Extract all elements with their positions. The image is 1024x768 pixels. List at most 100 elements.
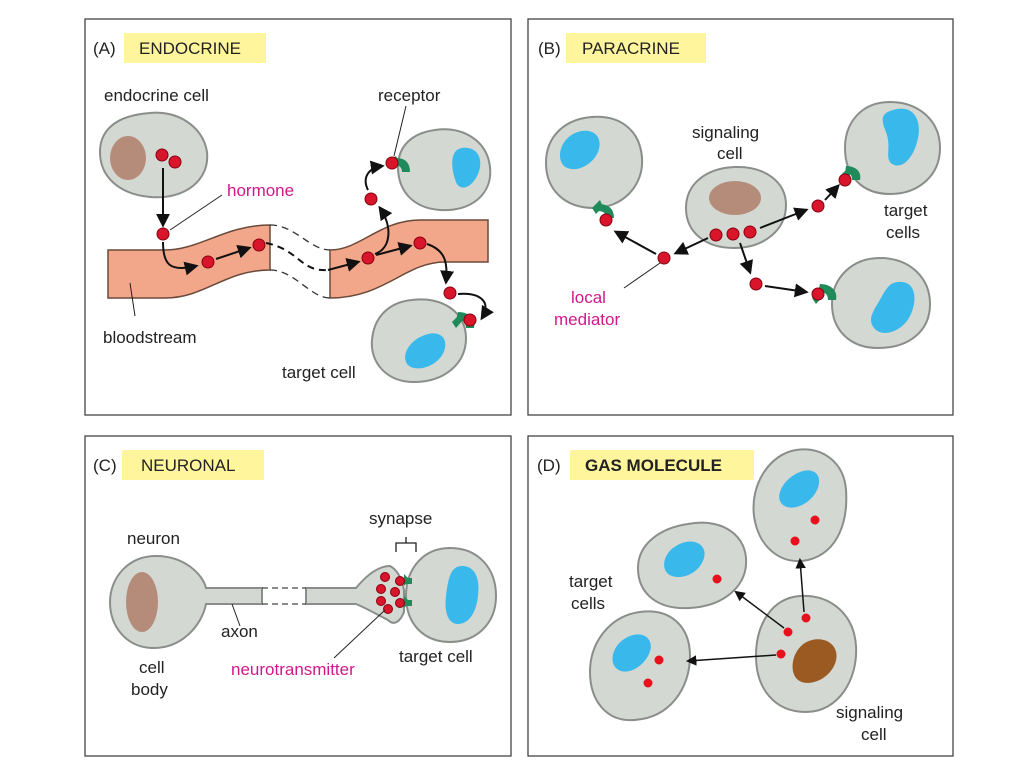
neurotransmitter-bound [395,576,405,586]
mediator-dot [657,251,671,265]
gas-dot [790,536,800,546]
target-nucleus [779,470,820,508]
panel-c-title-bg [122,450,264,480]
neuron-nucleus [126,572,158,632]
hormone-dot [252,238,266,252]
arrow-to-top [795,557,806,613]
mediator-dot [811,199,825,213]
target-nucleus [882,108,919,166]
panel-b-letter: (B) [538,39,561,58]
panel-neuronal: (C) NEURONAL neuron synapse axon cell bo [84,435,512,757]
signaling-nucleus [792,639,837,683]
neurotransmitter-dot [376,584,386,594]
label-signaling-cell: cell [861,725,887,744]
target-nucleus [871,281,915,333]
arrow-to-receptor [364,160,385,191]
mediator-dot [726,227,740,241]
arrow-into-blood [162,241,199,276]
label-signaling: signaling [836,703,903,722]
label-mediator: mediator [554,310,620,329]
panel-c-title: NEURONAL [141,456,235,475]
gas-dot [810,515,820,525]
panel-a-letter: (A) [93,39,116,58]
neurotransmitter-dot [390,587,400,597]
panel-d-title: GAS MOLECULE [585,456,722,475]
gas-dot [643,678,653,688]
arrow-exit-up [374,205,393,255]
label-cell: cell [139,658,165,677]
label-signaling-cell: cell [717,144,743,163]
receptor [592,200,614,218]
label-neuron: neuron [127,529,180,548]
panel-endocrine: (A) ENDOCRINE [84,18,512,416]
gas-dot [654,655,664,665]
label-neurotransmitter: neurotransmitter [231,660,355,679]
label-signaling: signaling [692,123,759,142]
target-nucleus [445,566,479,624]
arrow-exit-down [426,243,455,285]
panel-a-title-bg [124,33,266,63]
arrow-dashed [265,242,329,272]
signaling-nucleus [709,181,761,215]
panel-b-title: PARACRINE [582,39,680,58]
neurotransmitter-dot [380,572,390,582]
label-bloodstream: bloodstream [103,328,197,347]
axon-leader [231,603,241,627]
arrow-to-right [759,207,809,229]
target-nucleus [612,634,651,672]
hormone-dot [413,236,427,250]
panel-c-letter: (C) [93,456,117,475]
neurotransmitter-dot [383,604,393,614]
gas-dot [776,649,786,659]
panel-b-title-bg [566,33,706,63]
hormone-bound [385,156,399,170]
hormone-dot [156,227,170,241]
label-hormone: hormone [227,181,294,200]
label-synapse: synapse [369,509,432,528]
label-target: target [569,572,613,591]
arrow-to-upper-left [734,590,785,629]
gas-dot [783,627,793,637]
hormone-dot [201,255,215,269]
hormone-dot [443,286,457,300]
label-target-cells: cells [571,594,605,613]
hormone-dot [361,251,375,265]
label-endocrine-cell: endocrine cell [104,86,209,105]
hormone-leader [169,194,223,231]
target-nucleus [559,130,600,170]
mediator-bound [838,173,852,187]
label-target: target [884,201,928,220]
arrow-to-left-target [613,230,657,255]
label-receptor: receptor [378,86,441,105]
arrow-to-lower-left [685,654,777,666]
arrow-to-receptor-2 [457,292,494,321]
mediator-dot [749,277,763,291]
label-body: body [131,680,168,699]
arrow-to-lower-right-target [764,283,809,298]
label-local: local [571,288,606,307]
label-target-cells: cells [886,223,920,242]
mediator-bound [599,213,613,227]
label-target-cell: target cell [399,647,473,666]
bloodstream-leader [129,282,136,317]
gas-target-cell [588,610,692,722]
bloodstream-gap-bottom [269,269,331,299]
target-nucleus-lower [405,333,446,369]
arrow-in-blood-2 [327,258,361,272]
gas-dot [712,574,722,584]
neurotransmitter-leader [333,609,386,659]
arrow-in-blood [215,244,252,260]
panel-a-title: ENDOCRINE [139,39,241,58]
hormone-bound [463,313,477,327]
hormone-dot [168,155,182,169]
label-axon: axon [221,622,258,641]
mediator-dot [743,225,757,239]
target-nucleus-upper [452,147,481,188]
arrow-to-upper-right-target [824,183,840,201]
arrow-down [739,242,753,275]
mediator-dot [709,228,723,242]
panel-paracrine: (B) PARACRINE si [527,18,954,416]
arrow-in-blood-3 [375,242,413,256]
mediator-leader [623,262,661,289]
